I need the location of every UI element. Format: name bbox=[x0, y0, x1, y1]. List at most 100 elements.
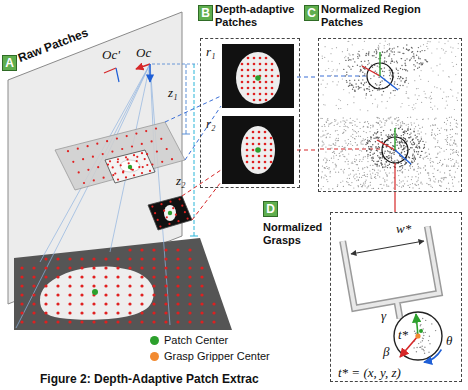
cloud-point bbox=[403, 185, 404, 186]
panel-letter: D bbox=[263, 201, 278, 217]
cloud-point bbox=[354, 61, 355, 62]
cloud-point bbox=[410, 129, 411, 130]
cloud-point bbox=[400, 85, 401, 86]
cloud-point bbox=[387, 175, 388, 176]
grid-dot bbox=[92, 302, 95, 305]
cloud-point bbox=[434, 86, 435, 87]
cloud-point bbox=[334, 153, 335, 154]
grid-dot bbox=[246, 155, 249, 158]
cloud-point bbox=[455, 171, 456, 172]
cloud-point bbox=[324, 167, 325, 168]
cloud-point bbox=[341, 151, 342, 152]
cloud-point bbox=[384, 179, 385, 180]
cloud-point bbox=[446, 129, 447, 130]
cloud-point bbox=[326, 122, 327, 123]
cloud-point bbox=[356, 136, 357, 137]
cloud-point bbox=[336, 47, 337, 48]
grid-dot bbox=[128, 266, 131, 269]
cloud-point bbox=[456, 150, 457, 151]
cloud-point bbox=[402, 129, 403, 130]
cloud-point bbox=[389, 49, 390, 50]
cloud-point bbox=[455, 133, 456, 134]
cloud-point bbox=[370, 155, 371, 156]
cloud-point bbox=[428, 184, 429, 185]
cloud-point bbox=[327, 134, 328, 135]
cloud-point bbox=[367, 167, 368, 168]
cloud-point bbox=[338, 140, 339, 141]
grid-dot bbox=[68, 275, 71, 278]
cloud-point bbox=[394, 61, 395, 62]
cloud-point bbox=[390, 129, 391, 130]
cloud-point bbox=[456, 127, 457, 128]
cloud-point bbox=[402, 123, 403, 124]
grid-dot bbox=[68, 302, 71, 305]
cloud-point bbox=[368, 60, 369, 61]
cloud-point bbox=[379, 152, 380, 153]
cloud-point bbox=[372, 160, 373, 161]
cloud-point bbox=[450, 125, 451, 126]
cloud-point bbox=[429, 336, 430, 337]
cloud-point bbox=[457, 154, 458, 155]
cloud-point bbox=[382, 166, 383, 167]
cloud-point bbox=[367, 155, 368, 156]
cloud-point bbox=[387, 176, 388, 177]
cloud-point bbox=[448, 166, 449, 167]
cloud-point bbox=[414, 69, 415, 70]
cloud-point bbox=[392, 145, 393, 146]
cloud-point bbox=[444, 177, 445, 178]
cloud-point bbox=[369, 86, 370, 87]
cloud-point bbox=[368, 53, 369, 54]
cloud-point bbox=[455, 151, 456, 152]
cloud-point bbox=[376, 53, 377, 54]
grid-dot bbox=[246, 143, 249, 146]
cloud-point bbox=[458, 181, 459, 182]
cloud-point bbox=[338, 81, 339, 82]
cloud-point bbox=[374, 153, 375, 154]
cloud-point bbox=[384, 60, 385, 61]
cloud-point bbox=[450, 122, 451, 123]
cloud-point bbox=[443, 49, 444, 50]
grid-dot bbox=[188, 248, 191, 251]
cloud-point bbox=[418, 146, 419, 147]
cloud-point bbox=[430, 179, 431, 180]
grid-dot bbox=[32, 320, 35, 323]
cloud-point bbox=[375, 147, 376, 148]
cloud-point bbox=[355, 142, 356, 143]
cloud-point bbox=[388, 158, 389, 159]
cloud-point bbox=[412, 155, 413, 156]
grid-dot bbox=[258, 131, 261, 134]
cloud-point bbox=[347, 182, 348, 183]
cloud-point bbox=[405, 139, 406, 140]
cloud-point bbox=[378, 161, 379, 162]
cloud-point bbox=[409, 165, 410, 166]
grid-dot bbox=[151, 206, 153, 208]
cloud-point bbox=[427, 48, 428, 49]
cloud-point bbox=[393, 146, 394, 147]
cloud-point bbox=[404, 132, 405, 133]
cloud-point bbox=[414, 169, 415, 170]
grid-dot bbox=[246, 149, 249, 152]
cloud-point bbox=[328, 133, 329, 134]
cloud-point bbox=[363, 131, 364, 132]
grid-dot bbox=[127, 158, 129, 160]
cloud-point bbox=[456, 145, 457, 146]
cloud-point bbox=[384, 61, 385, 62]
line-shape bbox=[186, 64, 187, 134]
cloud-point bbox=[336, 70, 337, 71]
cloud-point bbox=[417, 171, 418, 172]
cloud-point bbox=[437, 108, 438, 109]
cloud-point bbox=[345, 56, 346, 57]
cloud-point bbox=[360, 136, 361, 137]
cloud-point bbox=[375, 141, 376, 142]
grid-dot bbox=[103, 177, 105, 179]
patch-label: r₂ bbox=[206, 117, 216, 131]
cloud-point bbox=[388, 134, 389, 135]
cloud-point bbox=[327, 120, 328, 121]
grid-dot bbox=[80, 257, 83, 260]
panel-heading: Normalized Region Patches bbox=[321, 3, 461, 29]
connector-line bbox=[297, 149, 318, 150]
grid-dot bbox=[241, 81, 244, 84]
cloud-point bbox=[418, 95, 419, 96]
cloud-point bbox=[386, 180, 387, 181]
